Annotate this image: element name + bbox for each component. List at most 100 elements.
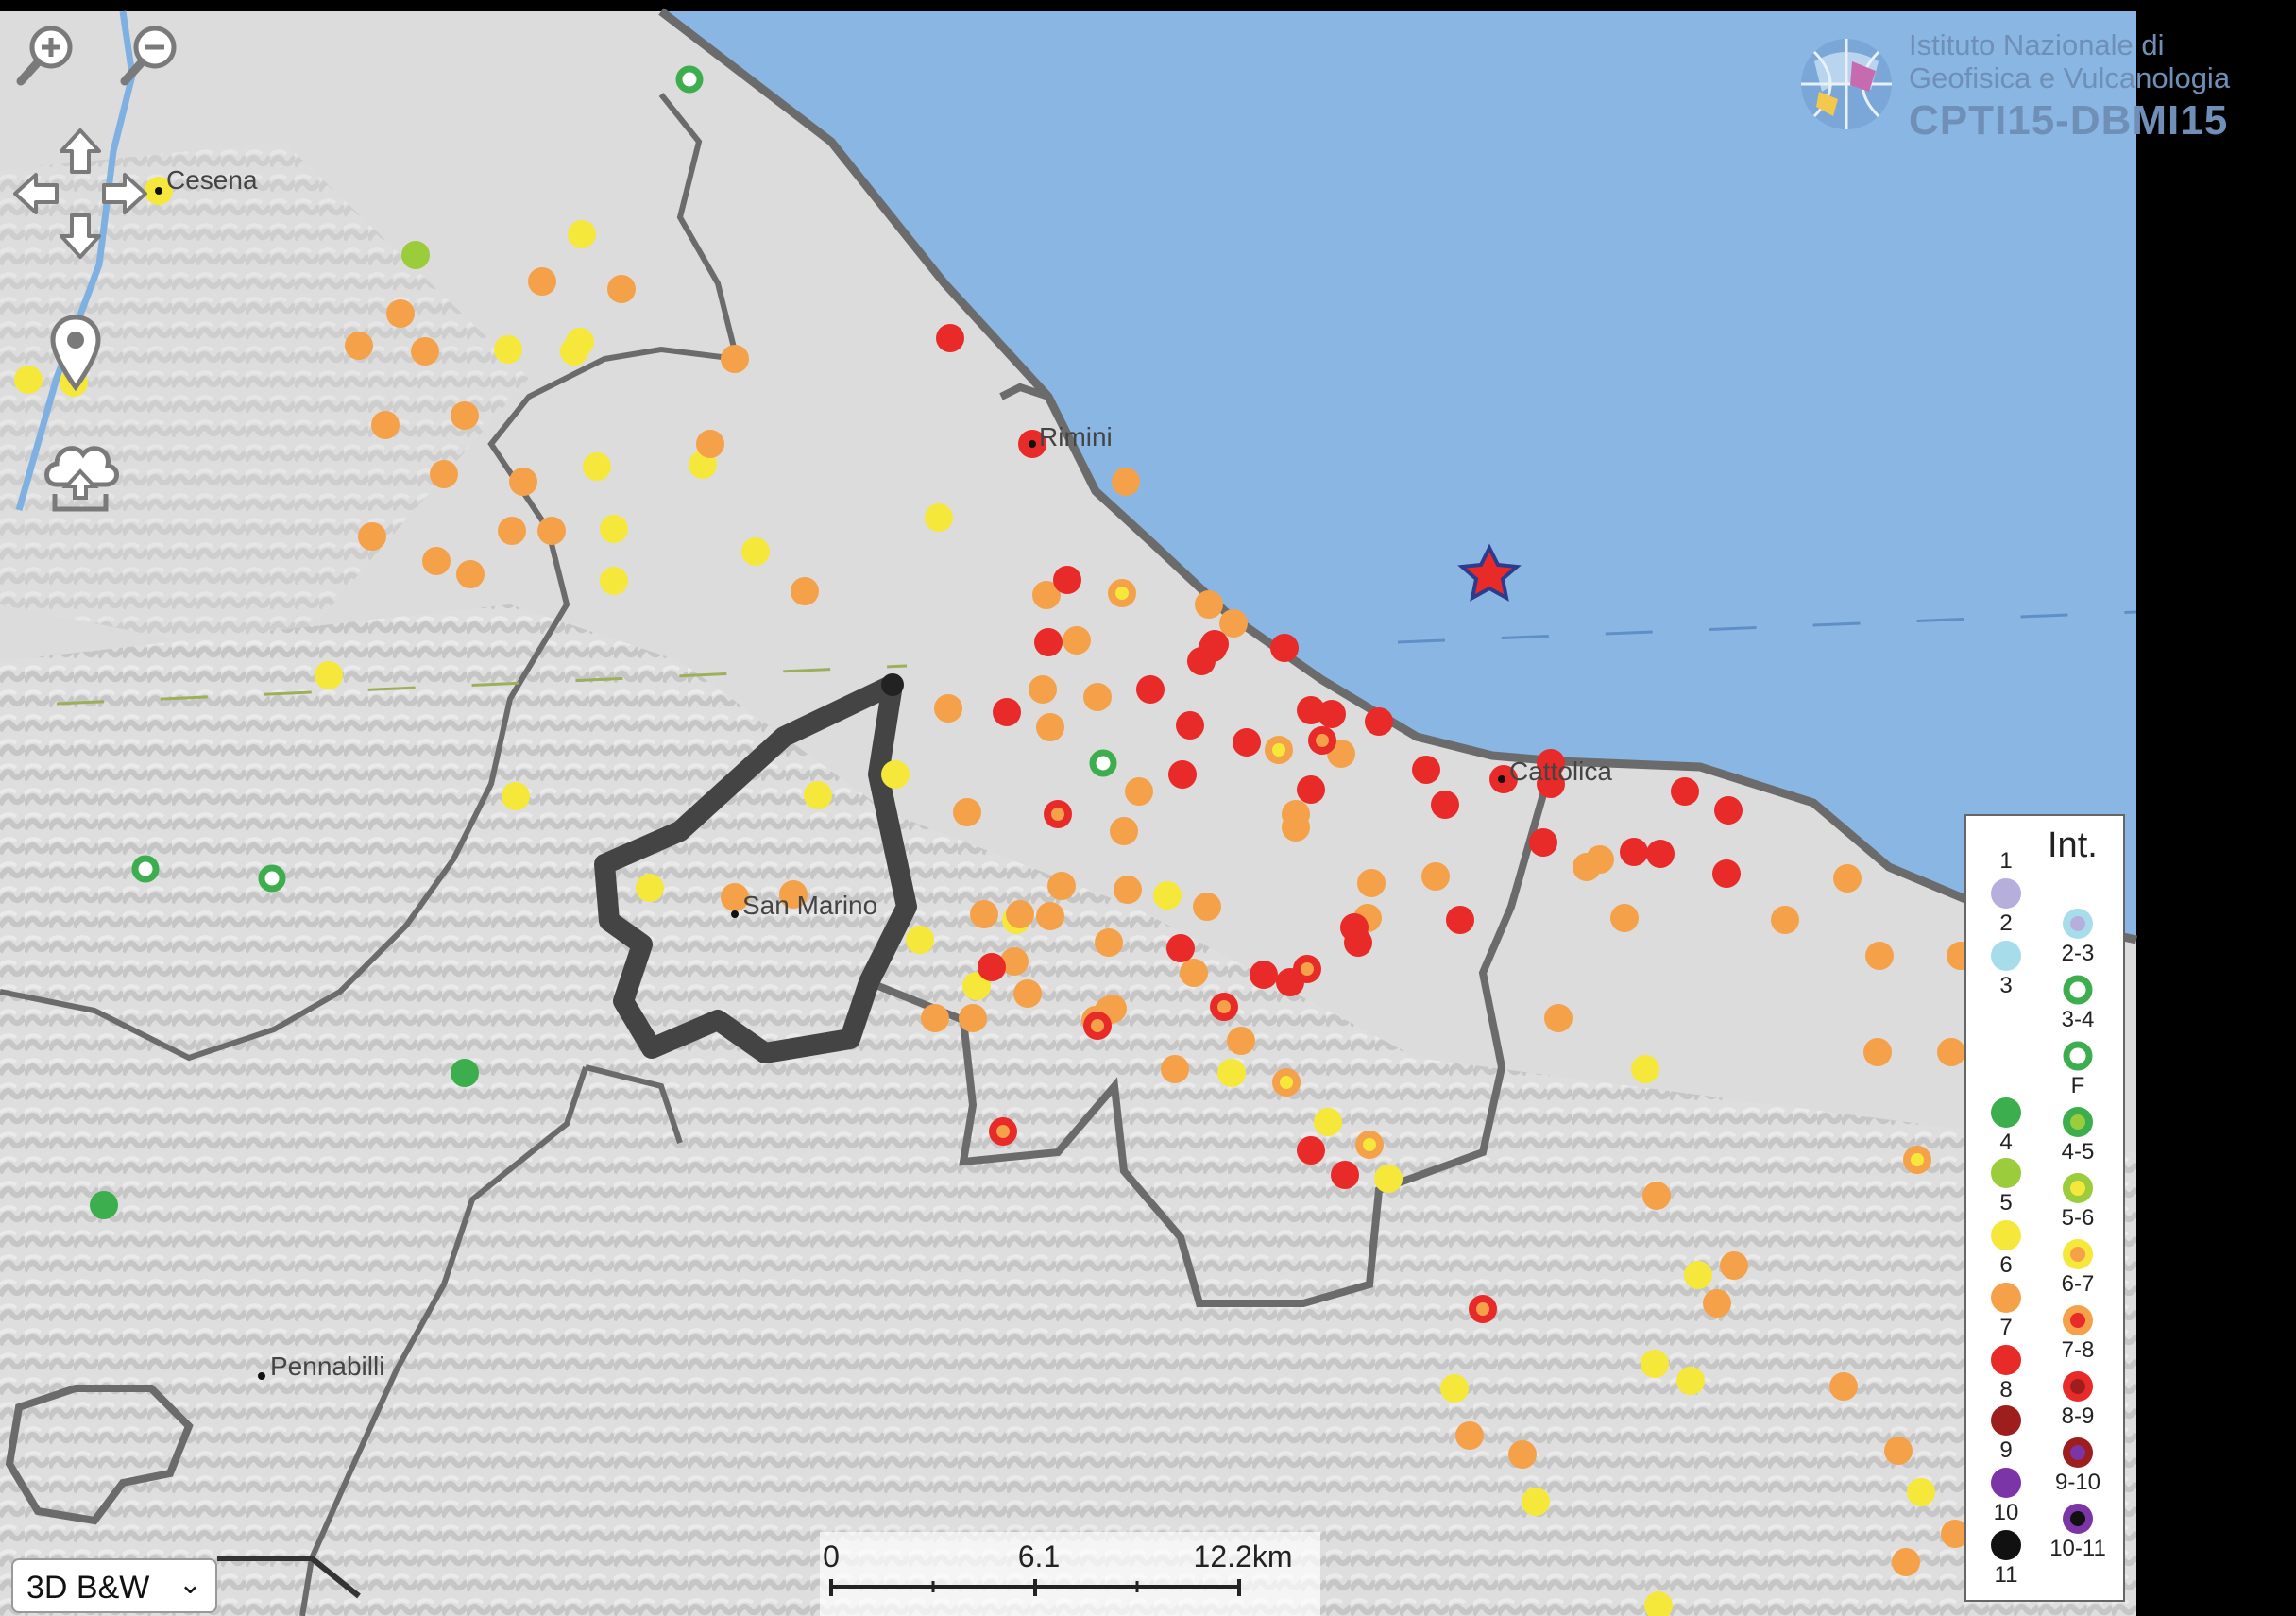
intensity-point[interactable] [1083, 683, 1112, 711]
intensity-point[interactable] [1374, 1165, 1403, 1193]
intensity-point[interactable] [401, 241, 430, 269]
intensity-point[interactable] [804, 781, 832, 809]
intensity-point[interactable] [1446, 906, 1474, 934]
intensity-point[interactable] [1937, 1038, 1965, 1066]
intensity-point[interactable] [1125, 777, 1153, 806]
intensity-point[interactable] [1863, 1038, 1892, 1066]
intensity-point[interactable] [1676, 1367, 1705, 1395]
intensity-point[interactable] [1344, 928, 1372, 957]
intensity-point[interactable] [1314, 1108, 1342, 1136]
intensity-point[interactable] [1270, 634, 1299, 662]
intensity-point[interactable] [345, 332, 373, 360]
intensity-point[interactable] [1036, 713, 1064, 741]
intensity-point[interactable] [978, 953, 1006, 981]
intensity-point[interactable] [1053, 566, 1081, 594]
intensity-point[interactable] [1095, 928, 1123, 957]
zoom-in-icon[interactable] [9, 17, 85, 93]
intensity-point[interactable] [1187, 647, 1216, 675]
intensity-point[interactable] [1219, 609, 1248, 638]
intensity-point[interactable] [1195, 590, 1223, 619]
intensity-point[interactable] [1620, 838, 1648, 866]
intensity-point-range[interactable] [1089, 749, 1117, 777]
intensity-point[interactable] [1136, 675, 1165, 704]
intensity-point[interactable] [1233, 728, 1261, 757]
intensity-point[interactable] [881, 760, 910, 789]
intensity-point[interactable] [741, 537, 770, 566]
intensity-point[interactable] [1176, 711, 1204, 740]
intensity-point[interactable] [906, 926, 934, 954]
intensity-point[interactable] [315, 661, 343, 689]
intensity-point[interactable] [1297, 775, 1325, 804]
intensity-point[interactable] [430, 460, 458, 488]
pan-arrows-icon[interactable] [9, 123, 151, 264]
intensity-point[interactable] [1522, 1488, 1550, 1516]
intensity-point[interactable] [14, 366, 43, 394]
intensity-point[interactable] [1180, 959, 1208, 987]
intensity-point[interactable] [1771, 906, 1799, 934]
intensity-point[interactable] [1161, 1055, 1189, 1083]
intensity-point[interactable] [936, 324, 964, 352]
intensity-point[interactable] [1110, 817, 1138, 845]
intensity-point[interactable] [494, 335, 522, 364]
intensity-point[interactable] [1166, 934, 1195, 962]
intensity-point[interactable] [1508, 1440, 1537, 1469]
intensity-point[interactable] [537, 517, 566, 545]
intensity-point[interactable] [1907, 1478, 1935, 1506]
intensity-point[interactable] [456, 560, 485, 588]
intensity-point[interactable] [422, 547, 451, 575]
location-pin-icon[interactable] [47, 312, 104, 397]
intensity-point-range[interactable] [258, 864, 286, 893]
intensity-point[interactable] [1331, 1161, 1359, 1189]
intensity-point[interactable] [1884, 1437, 1913, 1465]
intensity-point[interactable] [1631, 1055, 1659, 1083]
intensity-point[interactable] [1412, 756, 1440, 784]
intensity-point[interactable] [1193, 893, 1221, 921]
intensity-point[interactable] [1829, 1372, 1858, 1401]
intensity-point[interactable] [993, 698, 1021, 726]
intensity-point[interactable] [1537, 770, 1565, 798]
intensity-point[interactable] [779, 880, 808, 909]
intensity-point[interactable] [358, 522, 386, 551]
intensity-point[interactable] [1365, 707, 1393, 736]
intensity-point[interactable] [498, 517, 526, 545]
intensity-point[interactable] [560, 337, 588, 366]
intensity-point-range[interactable] [675, 65, 704, 94]
intensity-point[interactable] [1714, 796, 1743, 825]
intensity-point[interactable] [1114, 876, 1142, 904]
intensity-point[interactable] [502, 782, 530, 810]
intensity-point[interactable] [1357, 869, 1386, 897]
intensity-point[interactable] [1297, 1136, 1325, 1165]
intensity-point[interactable] [1537, 749, 1565, 777]
intensity-point[interactable] [451, 401, 479, 430]
intensity-point[interactable] [1642, 1182, 1671, 1210]
intensity-point[interactable] [607, 275, 636, 303]
intensity-point[interactable] [1029, 675, 1057, 704]
intensity-point[interactable] [1712, 859, 1741, 888]
intensity-point[interactable] [371, 411, 400, 439]
intensity-point[interactable] [1217, 1059, 1246, 1087]
intensity-point[interactable] [1586, 845, 1614, 874]
intensity-point-range[interactable] [131, 855, 160, 883]
intensity-point[interactable] [962, 972, 991, 1000]
intensity-point[interactable] [1440, 1374, 1469, 1403]
intensity-point[interactable] [636, 874, 664, 902]
intensity-point[interactable] [721, 883, 749, 911]
intensity-point[interactable] [1431, 791, 1459, 819]
intensity-point[interactable] [600, 567, 628, 595]
intensity-point[interactable] [386, 299, 415, 328]
intensity-point[interactable] [1036, 902, 1064, 930]
intensity-point[interactable] [509, 468, 537, 496]
intensity-point[interactable] [1892, 1548, 1920, 1576]
intensity-point[interactable] [721, 345, 749, 373]
intensity-point[interactable] [1703, 1289, 1731, 1318]
intensity-point[interactable] [1720, 1251, 1748, 1280]
intensity-point[interactable] [1646, 840, 1675, 868]
intensity-point[interactable] [1250, 961, 1278, 989]
intensity-point[interactable] [1034, 628, 1063, 656]
intensity-point[interactable] [1000, 947, 1029, 976]
intensity-point[interactable] [959, 1004, 987, 1032]
intensity-point[interactable] [970, 900, 998, 928]
intensity-point[interactable] [1282, 813, 1310, 842]
